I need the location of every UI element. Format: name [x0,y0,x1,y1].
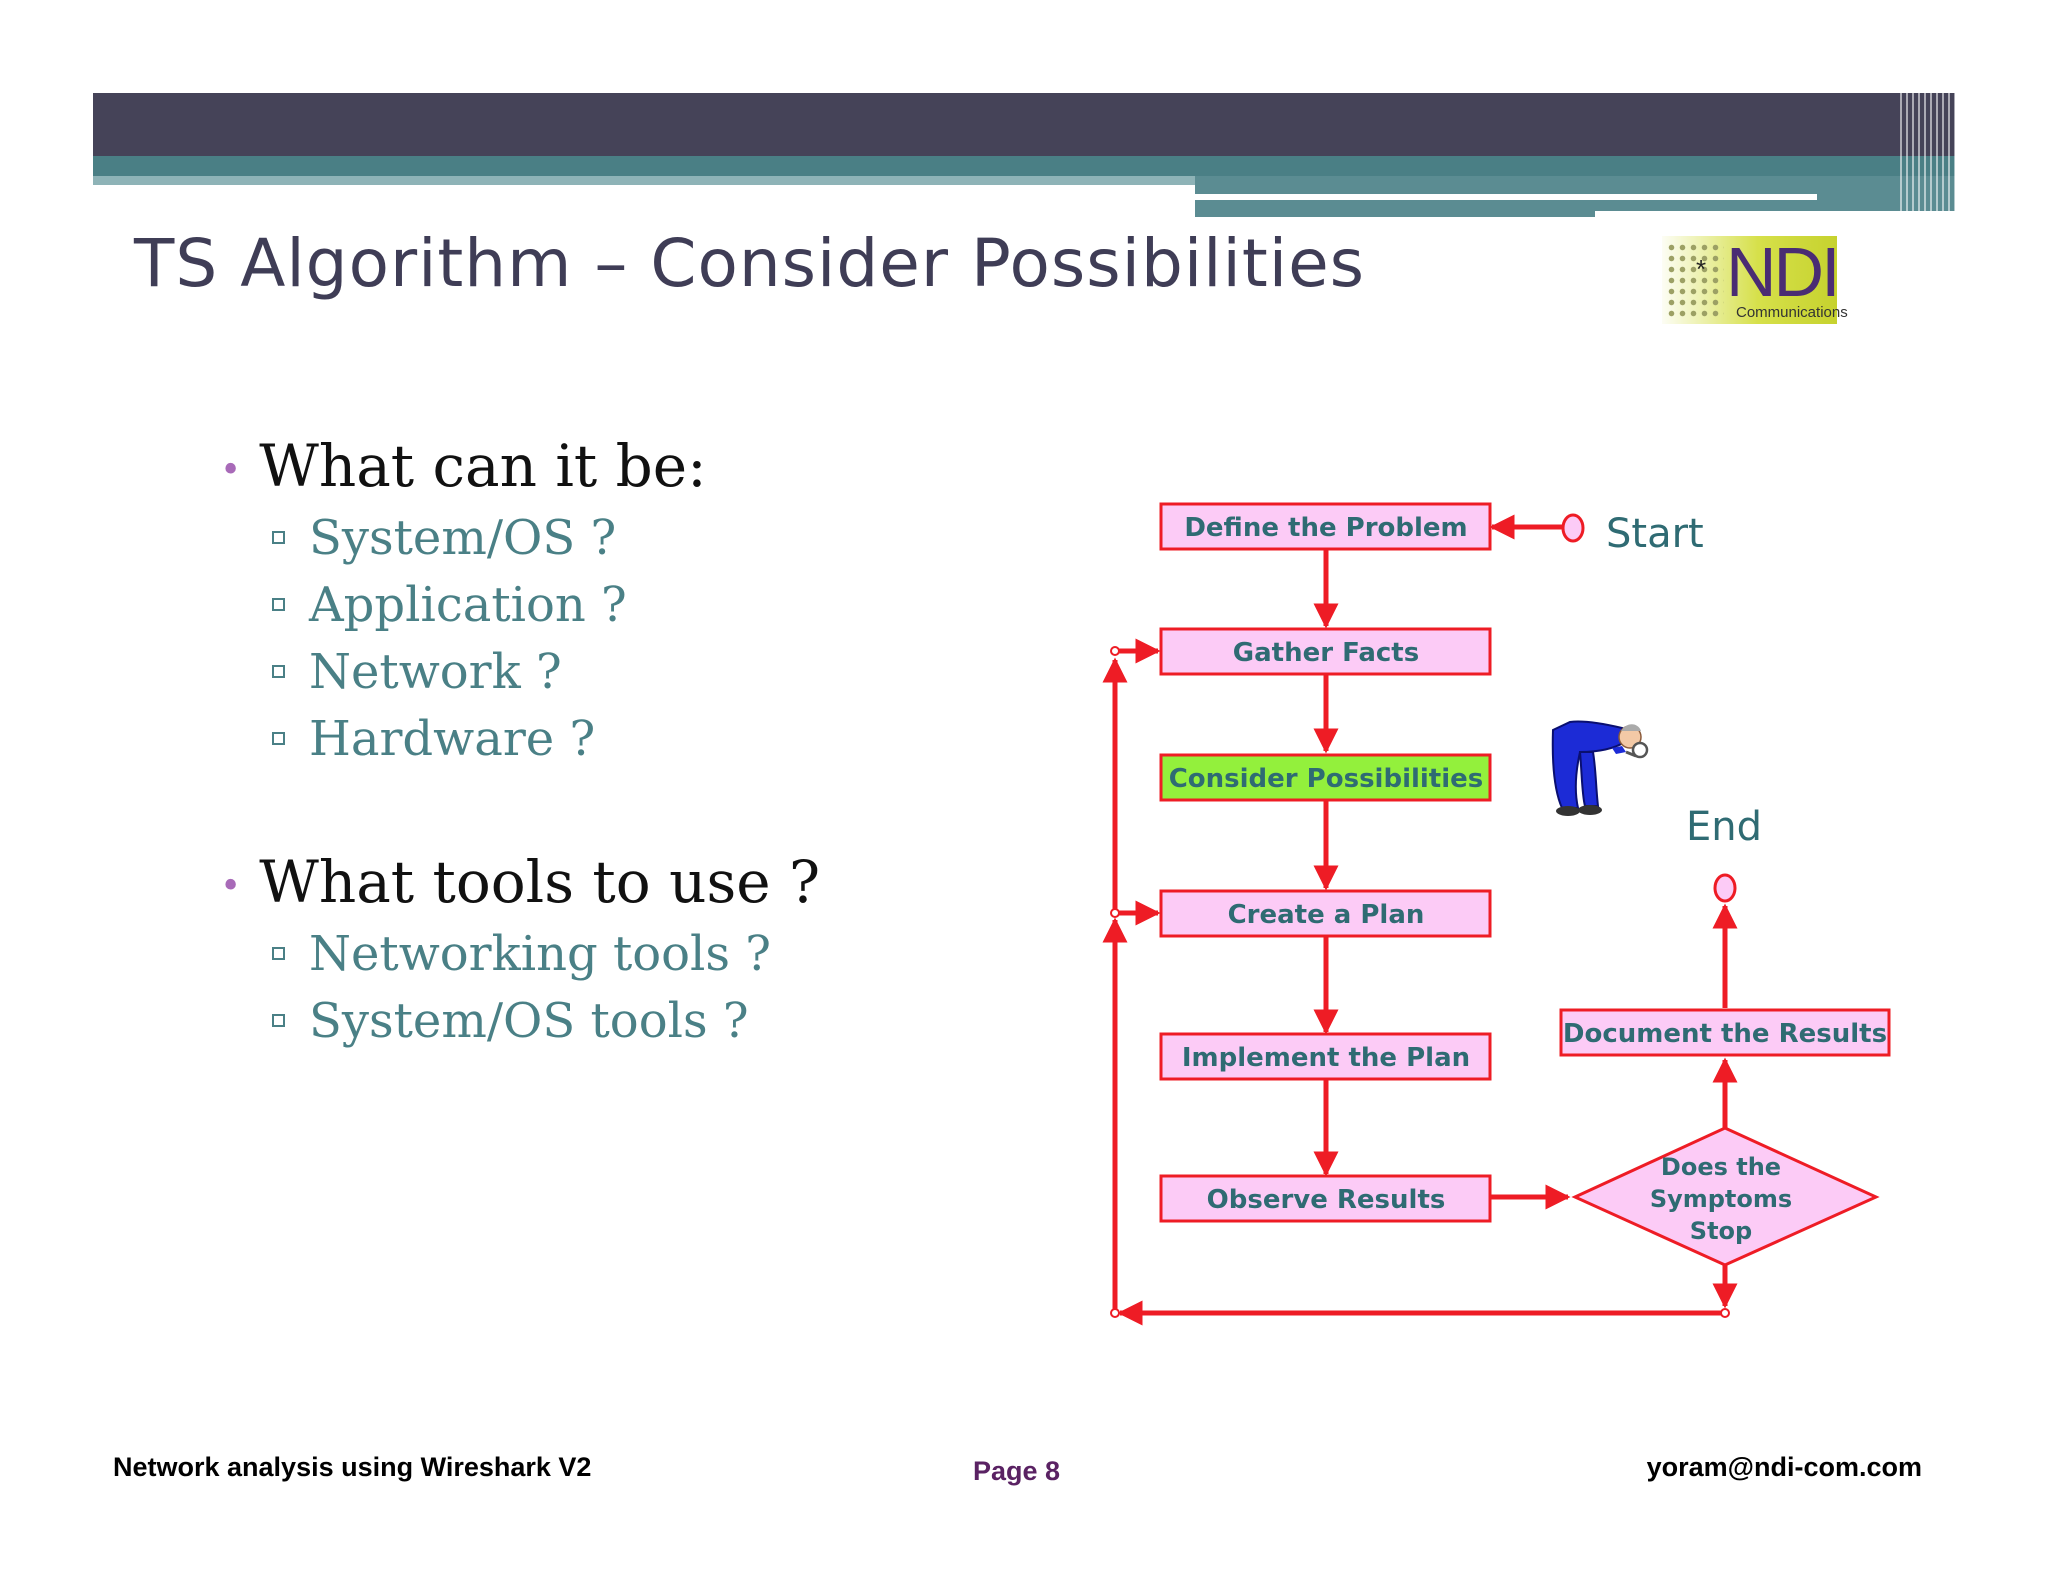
logo-dots [1666,242,1724,318]
sub-bullet-item: System/OS tools ? [272,993,749,1049]
sub-bullet-text: Networking tools ? [309,926,772,982]
square-bullet-icon [272,598,285,611]
sub-bullet-item: Networking tools ? [272,926,771,982]
sub-bullet-item: System/OS ? [272,510,616,566]
step-box [1159,627,1492,676]
bullet-text: What tools to use ? [259,848,821,916]
bullet-item: • What tools to use ? [220,848,820,916]
sub-bullet-text: System/OS ? [309,510,617,566]
end-terminal [1713,873,1737,903]
bullet-dot: • [220,450,242,492]
page-number: Page 8 [973,1456,1061,1486]
end-label: End [1686,804,1762,850]
junction-dot [1110,646,1120,656]
start-label: Start [1606,511,1704,557]
footer-email: yoram@ndi-com.com [1646,1452,1922,1482]
square-bullet-icon [272,732,285,745]
step-label: Implement the Plan [1182,1043,1470,1073]
junction-dot [1110,1308,1120,1318]
bullet-dot: • [220,866,242,908]
header-bar-teal-light [93,176,1195,185]
sub-bullet-item: Network ? [272,644,562,700]
junction-dot [1110,908,1120,918]
step-label: Observe Results [1207,1185,1446,1215]
square-bullet-icon [272,665,285,678]
decision-diamond [1571,1126,1880,1267]
start-terminal [1561,513,1585,543]
step-label-active: Consider Possibilities [1169,764,1484,794]
step-label: Create a Plan [1228,900,1425,930]
square-bullet-icon [272,1014,285,1027]
sub-bullet-text: Network ? [309,644,562,700]
header-bar-dark [93,93,1955,156]
square-bullet-icon [272,947,285,960]
header-bar-teal [93,156,1955,176]
decision-line: Symptoms [1650,1185,1792,1213]
square-bullet-icon [272,531,285,544]
logo-star: * [1696,254,1707,284]
bullet-text: What can it be: [259,432,707,500]
step-box [1159,889,1492,938]
step-label: Gather Facts [1233,638,1419,668]
header-divider-line [1195,194,1817,200]
sub-bullet-item: Application ? [272,577,627,633]
footer-left: Network analysis using Wireshark V2 [113,1452,592,1482]
sub-bullet-text: Hardware ? [309,711,596,767]
step-box [1159,1174,1492,1223]
sub-bullet-text: System/OS tools ? [309,993,749,1049]
document-box [1559,1008,1891,1057]
step-box-active [1159,753,1492,802]
logo-subtitle: Communications [1736,304,1848,321]
slide-title: TS Algorithm – Consider Possibilities [134,225,1366,302]
step-label: Define the Problem [1184,513,1467,543]
flow-arrows [1102,514,1738,1326]
step-box [1159,502,1492,551]
junction-dot [1720,1308,1730,1318]
sub-bullet-item: Hardware ? [272,711,595,767]
bullet-item: • What can it be: [220,432,707,500]
sub-bullet-text: Application ? [309,577,627,633]
decision-line: Does the [1661,1153,1781,1181]
decision-line: Stop [1690,1217,1752,1245]
document-label: Document the Results [1563,1019,1887,1049]
detective-clipart-icon [1551,720,1649,816]
header-stripes [1900,93,1955,217]
header-divider-line [1595,211,1955,217]
ndi-logo: * NDI Communications [1634,232,1866,326]
logo-wordmark: NDI [1726,233,1841,311]
step-box [1159,1032,1492,1081]
